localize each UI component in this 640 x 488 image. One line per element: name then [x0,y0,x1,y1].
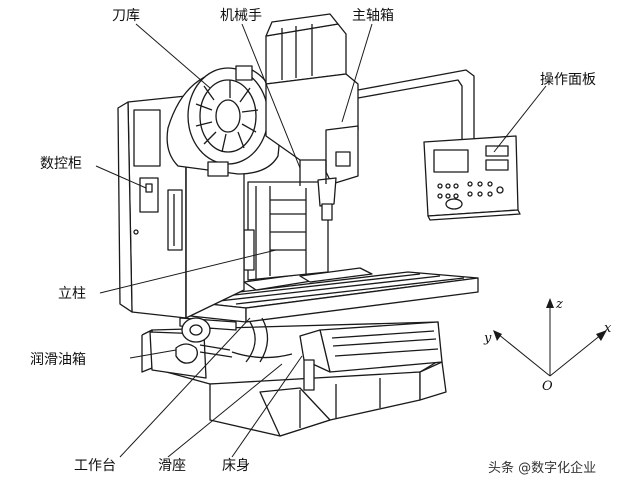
label-cnc-cabinet: 数控柜 [40,156,82,172]
label-saddle: 滑座 [158,458,186,474]
axis-label-y: y [484,331,492,346]
leader-lines [95,23,547,458]
axis-label-z: z [556,297,563,312]
label-tool-magazine: 刀库 [112,8,140,24]
label-bed: 床身 [222,458,250,474]
axis-label-origin: O [542,379,553,394]
spindle-box [265,13,359,221]
label-control-panel: 操作面板 [540,72,596,88]
label-lube-tank: 润滑油箱 [30,352,86,368]
label-manipulator: 机械手 [220,8,262,24]
watermark: 头条 @数字化企业 [488,461,597,476]
label-column: 立柱 [58,286,86,302]
control-panel [357,69,521,221]
saddle [299,321,443,391]
label-spindle-box: 主轴箱 [352,8,394,24]
axis-label-x: x [604,321,612,336]
coordinate-axes [493,298,607,377]
column [243,181,329,281]
label-worktable: 工作台 [74,458,116,474]
tool-magazine [166,65,281,177]
